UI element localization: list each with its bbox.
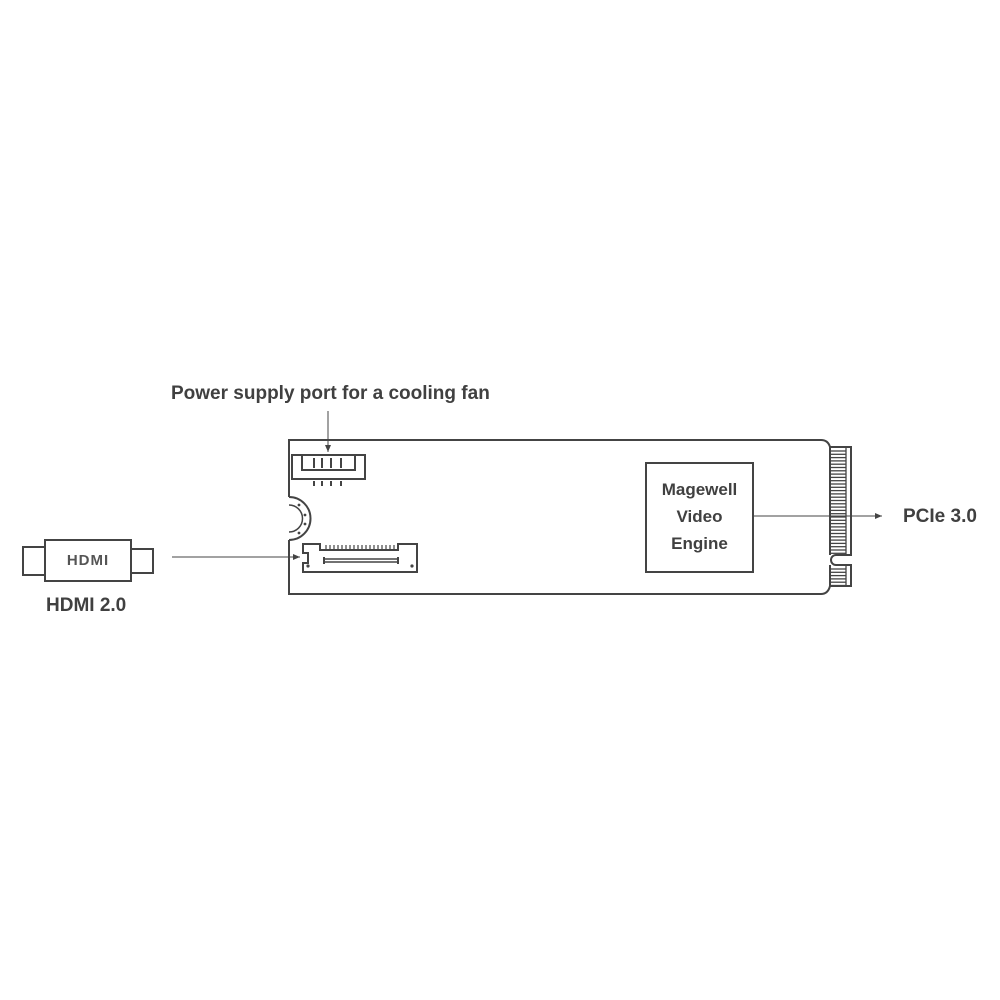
engine-line-2: Video (676, 507, 723, 526)
video-engine-chip (645, 462, 754, 573)
notch-cutout (288, 496, 312, 541)
pcie-gold-fingers (830, 447, 847, 587)
engine-line-1: Magewell (661, 480, 738, 499)
hdmi-logo: HDMI (66, 552, 110, 569)
video-engine-label: Magewell Video Engine (646, 476, 753, 557)
fan-connector (291, 454, 366, 486)
engine-line-3: Engine (671, 534, 728, 553)
fpc-connector (302, 543, 418, 573)
fan-port-label: Power supply port for a cooling fan (171, 383, 490, 404)
board-outline (288, 439, 852, 595)
hdmi-input-label: HDMI 2.0 (46, 595, 127, 616)
pcie-label: PCIe 3.0 (903, 506, 977, 527)
hdmi-plug-icon (22, 539, 154, 582)
